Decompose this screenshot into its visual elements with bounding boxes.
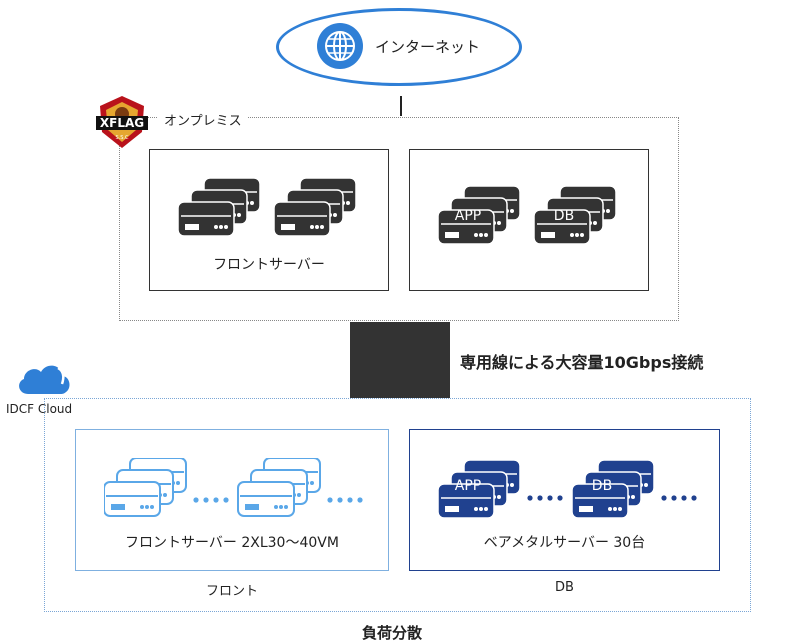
onprem-zone-label: オンプレミス bbox=[158, 110, 248, 129]
cloud-zone bbox=[44, 398, 751, 612]
onprem-db-label: DB bbox=[554, 208, 574, 224]
idcf-cloud-icon bbox=[19, 365, 70, 394]
xflag-logo-text: XFLAG bbox=[100, 116, 144, 130]
cloud-db-label-text: ベアメタルサーバー 30台 bbox=[483, 535, 646, 551]
cloud-app-label: APP bbox=[455, 478, 481, 494]
xflag-logo: XFLAG S.S.C bbox=[96, 96, 148, 148]
cloud-db-label: DB bbox=[592, 478, 612, 494]
internet-connector bbox=[400, 96, 402, 116]
onprem-zone bbox=[119, 117, 679, 321]
cloud-front-server-stacks bbox=[104, 458, 363, 524]
dedicated-line-label: 専用線による大容量10Gbps接続 bbox=[460, 353, 704, 372]
cloud-front-caption: フロント bbox=[205, 584, 258, 599]
onprem-front-server-stacks bbox=[178, 178, 368, 244]
xflag-logo-subtext: S.S.C bbox=[115, 135, 129, 141]
dedicated-line-block bbox=[350, 322, 450, 398]
load-balancing-label: 負荷分散 bbox=[362, 624, 423, 642]
onprem-app-label: APP bbox=[455, 208, 481, 224]
cloud-front-label: フロントサーバー 2XL30～40VM bbox=[125, 535, 339, 551]
internet-node bbox=[276, 8, 522, 86]
cloud-db-server-stacks: APP DB bbox=[438, 460, 697, 526]
idcf-cloud-label: IDCF Cloud bbox=[6, 402, 73, 416]
onprem-db-server-stacks: APP DB bbox=[438, 186, 628, 252]
globe-icon bbox=[317, 23, 363, 69]
onprem-front-label: フロントサーバー bbox=[213, 257, 325, 273]
internet-label: インターネット bbox=[375, 38, 481, 56]
cloud-db-caption: DB bbox=[555, 580, 574, 595]
